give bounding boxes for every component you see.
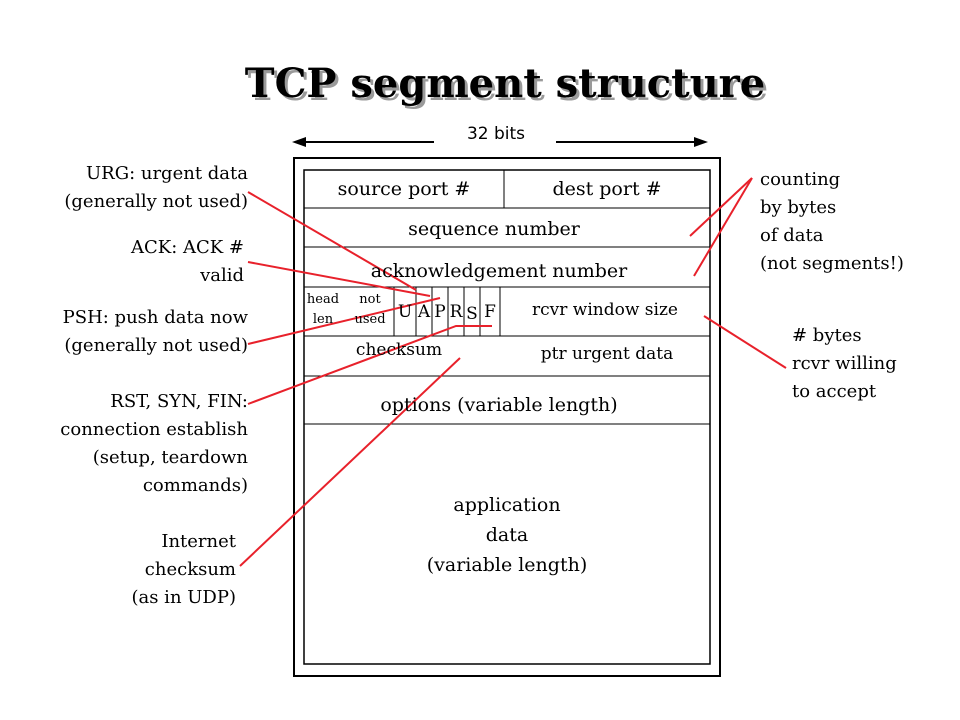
- not-used-field: not used: [346, 290, 394, 330]
- checksum-annotation: Internet checksum (as in UDP): [20, 528, 236, 612]
- app-data-line-1: application: [453, 494, 561, 516]
- head-len-line-1: head: [306, 292, 340, 307]
- outer-frame: [293, 157, 721, 677]
- window-annotation-line-1: # bytes: [792, 325, 862, 346]
- rst-syn-fin-annotation: RST, SYN, FIN: connection establish (set…: [20, 388, 248, 500]
- not-used-line-1: not: [359, 292, 381, 307]
- window-annotation-line-2: rcvr willing: [792, 353, 897, 374]
- flag-s: S: [466, 304, 478, 324]
- urg-pointer: [247, 191, 417, 291]
- counting-annotation-line-4: (not segments!): [760, 253, 904, 274]
- not-used-line-2: used: [354, 312, 386, 327]
- rsf-annotation-line-1: RST, SYN, FIN:: [110, 391, 248, 412]
- urg-annotation: URG: urgent data (generally not used): [20, 160, 248, 216]
- options-field: options (variable length): [380, 394, 618, 416]
- counting-pointer-seq: [689, 177, 753, 237]
- checksum-annotation-line-1: Internet: [161, 531, 236, 552]
- head-len-field: head len: [296, 290, 350, 330]
- counting-annotation-line-1: counting: [760, 169, 841, 190]
- counting-annotation-line-2: by bytes: [760, 197, 837, 218]
- app-data-line-2: data: [485, 524, 529, 546]
- head-len-line-2: len: [312, 312, 334, 327]
- psh-annotation: PSH: push data now (generally not used): [20, 304, 248, 360]
- flag-a: A: [417, 302, 431, 322]
- width-arrow-right-head: [694, 137, 708, 147]
- window-annotation-line-3: to accept: [792, 381, 877, 402]
- width-arrow-left-head: [292, 137, 306, 147]
- window-annotation: # bytes rcvr willing to accept: [792, 322, 952, 406]
- counting-pointer-ack: [693, 177, 753, 277]
- dest-port-field: dest port #: [552, 178, 662, 200]
- flag-f: F: [484, 302, 496, 322]
- rcvr-window-field: rcvr window size: [532, 300, 678, 320]
- checksum-annotation-line-3: (as in UDP): [131, 587, 236, 608]
- source-port-field: source port #: [337, 178, 471, 200]
- rsf-annotation-line-4: commands): [142, 475, 248, 496]
- ack-annotation-line-1: ACK: ACK #: [130, 237, 244, 258]
- rsf-annotation-line-3: (setup, teardown: [92, 447, 248, 468]
- sequence-number-field: sequence number: [408, 218, 580, 240]
- counting-annotation: counting by bytes of data (not segments!…: [760, 166, 950, 278]
- psh-pointer: [247, 297, 441, 345]
- width-label: 32 bits: [466, 124, 526, 144]
- application-data-field: application data (variable length): [304, 490, 710, 580]
- checksum-field: checksum: [355, 340, 443, 360]
- urg-annotation-line-2: (generally not used): [64, 191, 248, 212]
- rsf-pointer: [247, 325, 492, 405]
- flag-p: P: [434, 302, 446, 322]
- app-data-line-3: (variable length): [426, 554, 588, 576]
- page-title: TCP segment structure: [244, 60, 766, 107]
- rsf-annotation-line-2: connection establish: [60, 419, 248, 440]
- counting-annotation-line-3: of data: [760, 225, 824, 246]
- checksum-pointer: [239, 357, 461, 567]
- ack-pointer: [247, 261, 431, 297]
- window-pointer: [703, 315, 787, 369]
- segment-box: [303, 169, 711, 665]
- psh-annotation-line-1: PSH: push data now: [62, 307, 248, 328]
- ack-annotation-line-2: valid: [200, 265, 244, 286]
- urg-annotation-line-1: URG: urgent data: [85, 163, 248, 184]
- flag-r: R: [449, 302, 463, 322]
- flag-u: U: [397, 302, 413, 322]
- ack-number-field: acknowledgement number: [370, 260, 628, 282]
- ack-annotation: ACK: ACK # valid: [20, 234, 244, 290]
- checksum-annotation-line-2: checksum: [144, 559, 236, 580]
- psh-annotation-line-2: (generally not used): [64, 335, 248, 356]
- urgent-pointer-field: ptr urgent data: [540, 344, 674, 364]
